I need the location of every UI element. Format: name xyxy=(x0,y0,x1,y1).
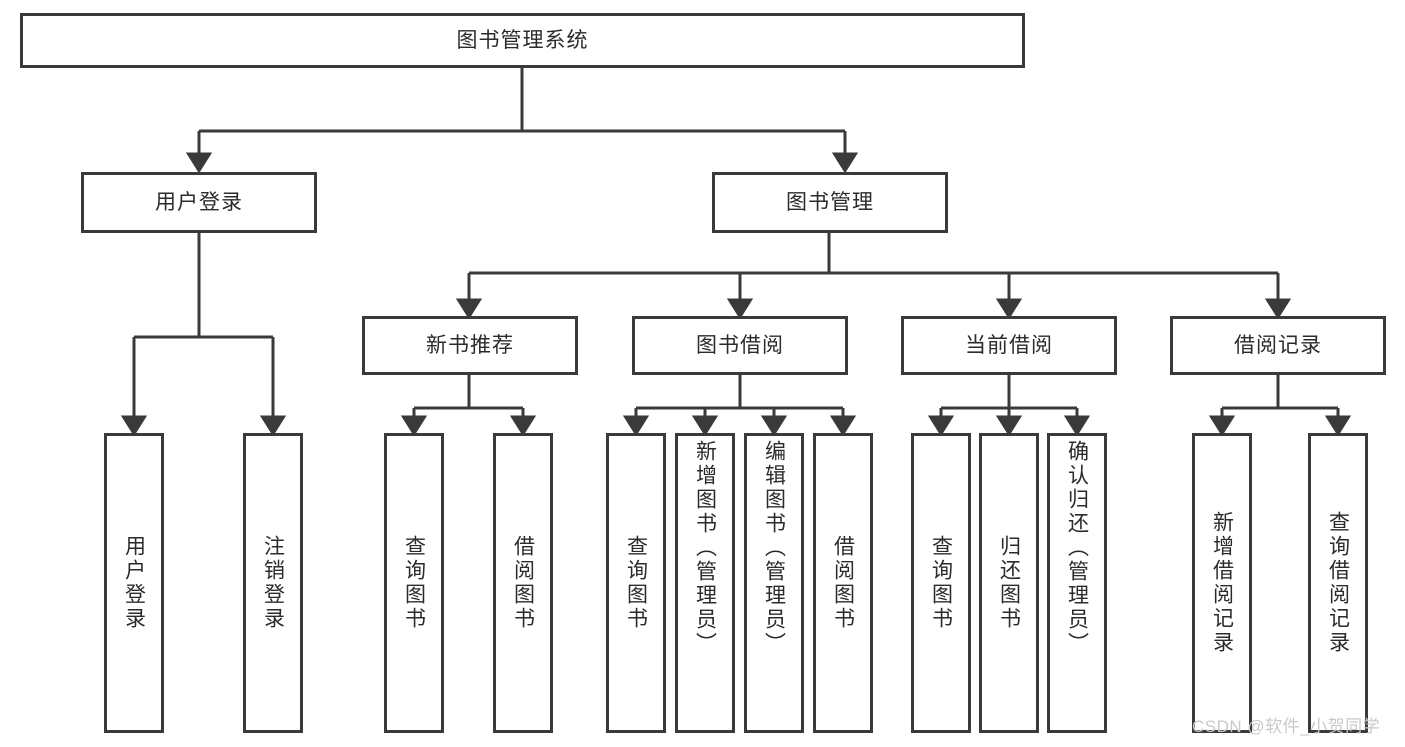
node-leaf-query-book-3-label: 查询图书 xyxy=(929,535,953,631)
node-leaf-confirm-return[interactable]: 确认归还（管理员） xyxy=(1047,433,1107,733)
node-borrow-record[interactable]: 借阅记录 xyxy=(1170,316,1386,375)
node-leaf-logout-label: 注销登录 xyxy=(261,535,285,631)
node-leaf-borrow-book-2[interactable]: 借阅图书 xyxy=(813,433,873,733)
node-book-borrow-label: 图书借阅 xyxy=(696,333,784,357)
node-leaf-query-book-1[interactable]: 查询图书 xyxy=(384,433,444,733)
node-leaf-query-record-label: 查询借阅记录 xyxy=(1326,511,1350,655)
node-borrow-record-label: 借阅记录 xyxy=(1234,333,1322,357)
node-book-borrow[interactable]: 图书借阅 xyxy=(632,316,848,375)
node-root[interactable]: 图书管理系统 xyxy=(20,13,1025,68)
node-leaf-add-record[interactable]: 新增借阅记录 xyxy=(1192,433,1252,733)
node-new-book-rec-label: 新书推荐 xyxy=(426,333,514,357)
node-user-login-label: 用户登录 xyxy=(155,190,243,214)
node-leaf-add-book-label: 新增图书（管理员） xyxy=(693,440,717,656)
node-current-borrow-label: 当前借阅 xyxy=(965,333,1053,357)
node-leaf-add-record-label: 新增借阅记录 xyxy=(1210,511,1234,655)
node-leaf-query-book-1-label: 查询图书 xyxy=(402,535,426,631)
node-current-borrow[interactable]: 当前借阅 xyxy=(901,316,1117,375)
node-leaf-query-book-2[interactable]: 查询图书 xyxy=(606,433,666,733)
node-leaf-edit-book-label: 编辑图书（管理员） xyxy=(762,440,786,656)
node-leaf-add-book[interactable]: 新增图书（管理员） xyxy=(675,433,735,733)
node-new-book-rec[interactable]: 新书推荐 xyxy=(362,316,578,375)
node-leaf-user-login-label: 用户登录 xyxy=(122,535,146,631)
node-leaf-borrow-book-1-label: 借阅图书 xyxy=(511,535,535,631)
node-book-manage[interactable]: 图书管理 xyxy=(712,172,948,233)
node-leaf-edit-book[interactable]: 编辑图书（管理员） xyxy=(744,433,804,733)
node-user-login[interactable]: 用户登录 xyxy=(81,172,317,233)
node-leaf-query-book-3[interactable]: 查询图书 xyxy=(911,433,971,733)
node-leaf-user-login[interactable]: 用户登录 xyxy=(104,433,164,733)
csdn-watermark: CSDN @软件_小贺同学 xyxy=(1192,717,1381,736)
node-leaf-confirm-return-label: 确认归还（管理员） xyxy=(1065,440,1089,656)
node-leaf-borrow-book-2-label: 借阅图书 xyxy=(831,535,855,631)
node-book-manage-label: 图书管理 xyxy=(786,190,874,214)
node-leaf-return-book[interactable]: 归还图书 xyxy=(979,433,1039,733)
node-leaf-borrow-book-1[interactable]: 借阅图书 xyxy=(493,433,553,733)
node-root-label: 图书管理系统 xyxy=(456,28,589,52)
node-leaf-query-book-2-label: 查询图书 xyxy=(624,535,648,631)
node-leaf-return-book-label: 归还图书 xyxy=(997,535,1021,631)
node-leaf-query-record[interactable]: 查询借阅记录 xyxy=(1308,433,1368,733)
node-leaf-logout[interactable]: 注销登录 xyxy=(243,433,303,733)
